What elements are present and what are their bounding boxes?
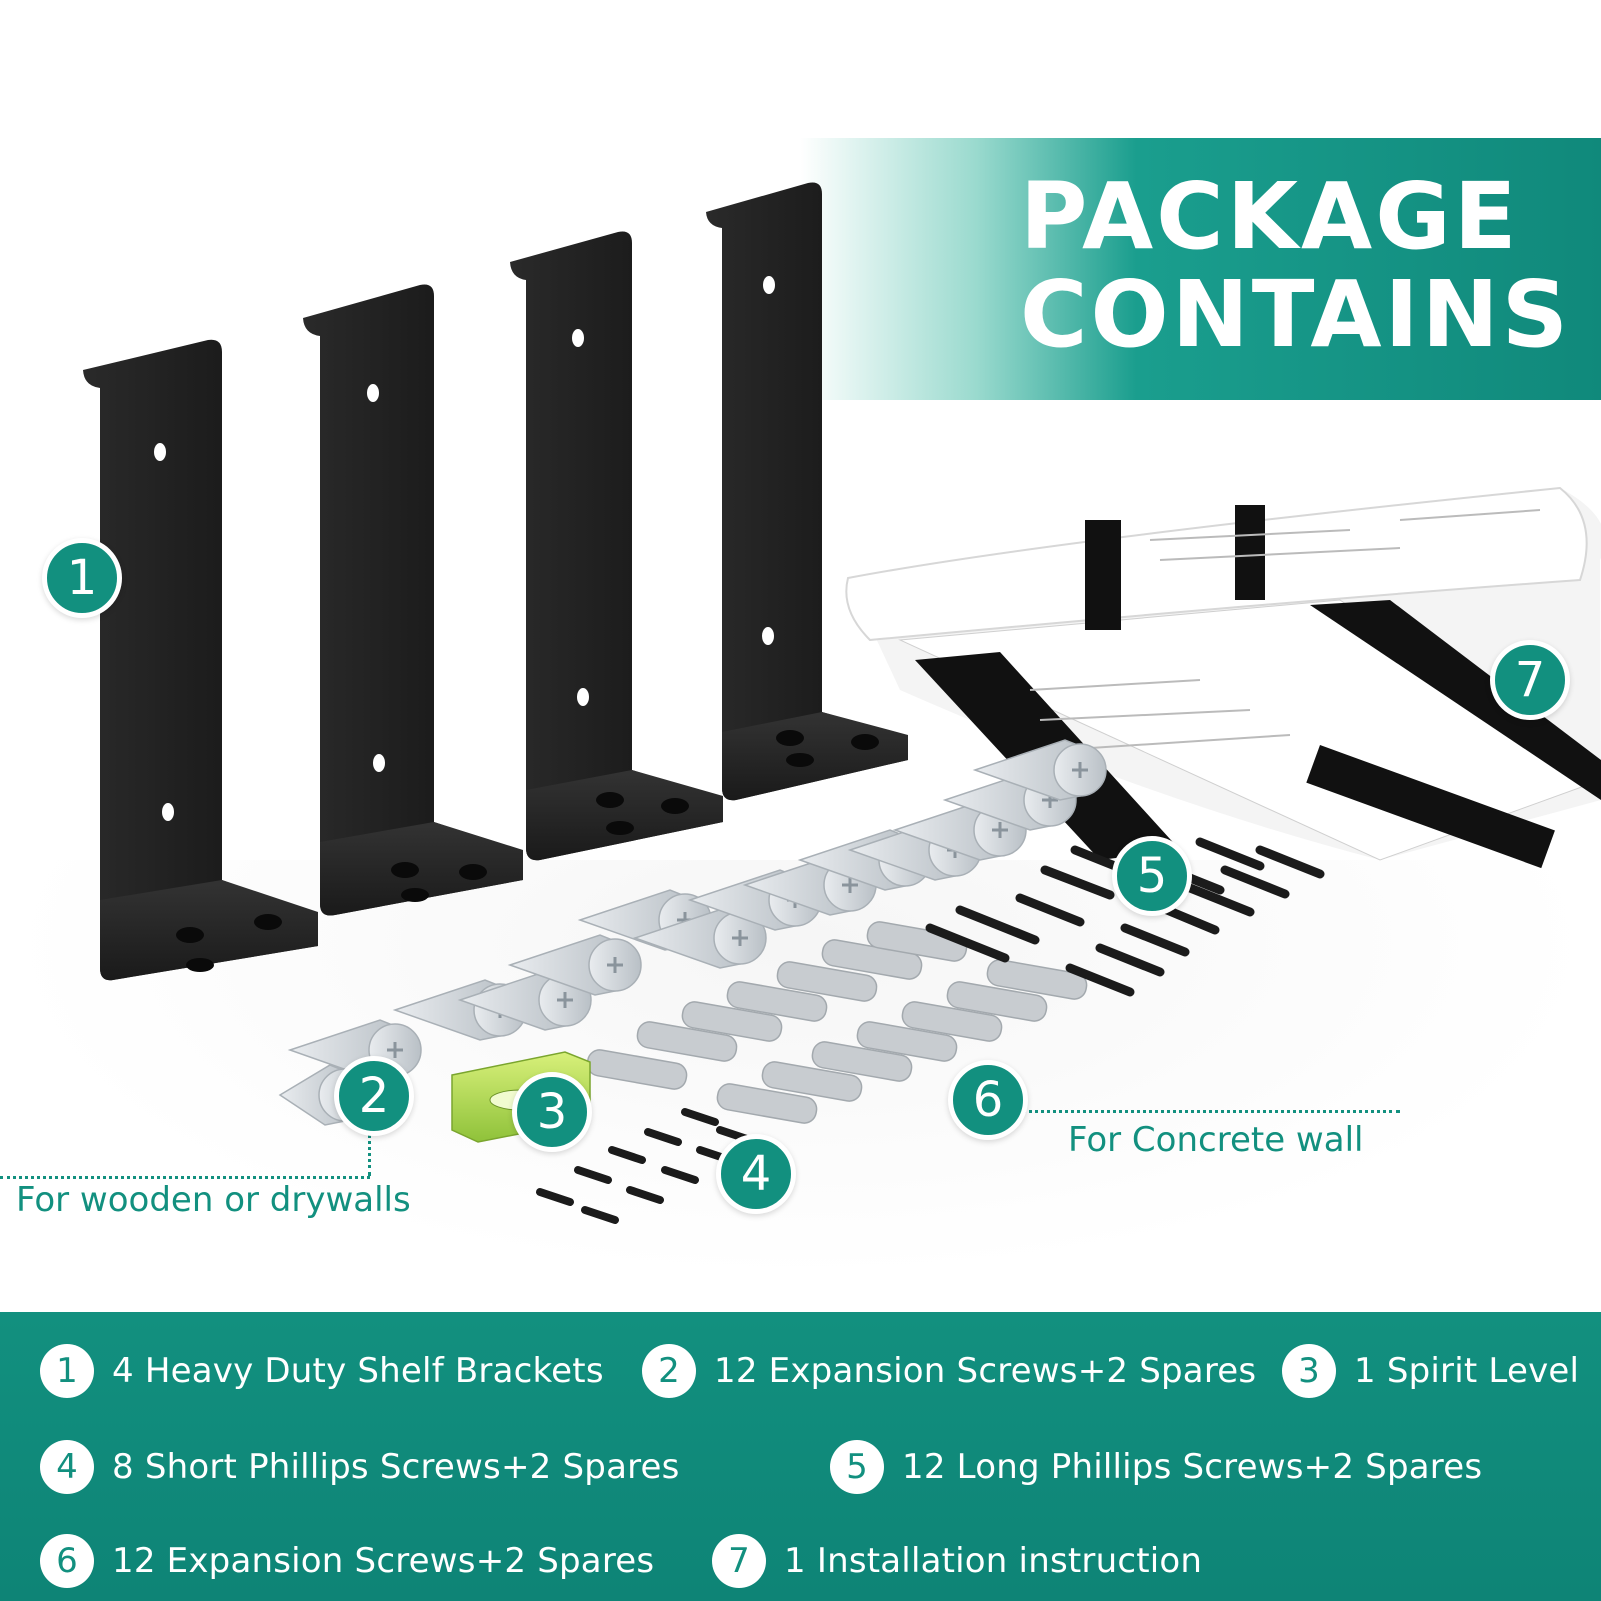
legend-number: 2 bbox=[642, 1344, 696, 1398]
legend-text: 1 Installation instruction bbox=[784, 1541, 1203, 1581]
callout-line bbox=[0, 1176, 370, 1179]
legend-item: 7 1 Installation instruction bbox=[712, 1534, 1202, 1588]
bracket-icon bbox=[303, 284, 523, 916]
concrete-wall-label: For Concrete wall bbox=[1068, 1120, 1364, 1160]
legend-number: 6 bbox=[40, 1534, 94, 1588]
legend-item: 2 12 Expansion Screws+2 Spares bbox=[642, 1344, 1256, 1398]
header-banner bbox=[800, 138, 1601, 400]
legend-number: 3 bbox=[1282, 1344, 1336, 1398]
legend-item: 6 12 Expansion Screws+2 Spares bbox=[40, 1534, 654, 1588]
legend-number: 1 bbox=[40, 1344, 94, 1398]
callout-badge-5: 5 bbox=[1112, 836, 1192, 916]
legend-text: 1 Spirit Level bbox=[1354, 1351, 1580, 1391]
callout-line bbox=[1022, 1110, 1400, 1113]
callout-badge-4: 4 bbox=[716, 1134, 796, 1214]
legend-number: 4 bbox=[40, 1440, 94, 1494]
wall-anchor-icon bbox=[586, 921, 1088, 1124]
callout-line bbox=[368, 1110, 371, 1176]
callout-badge-2: 2 bbox=[334, 1056, 414, 1136]
expansion-screw-icon bbox=[278, 739, 1107, 1126]
legend-text: 8 Short Phillips Screws+2 Spares bbox=[112, 1447, 680, 1487]
legend-item: 3 1 Spirit Level bbox=[1282, 1344, 1579, 1398]
callout-badge-6: 6 bbox=[948, 1060, 1028, 1140]
long-screw-icon bbox=[925, 837, 1325, 997]
bracket-icon bbox=[83, 339, 318, 981]
legend-text: 12 Long Phillips Screws+2 Spares bbox=[902, 1447, 1483, 1487]
wood-wall-label: For wooden or drywalls bbox=[16, 1180, 411, 1220]
legend-item: 5 12 Long Phillips Screws+2 Spares bbox=[830, 1440, 1482, 1494]
bracket-icon bbox=[706, 182, 908, 801]
legend-item: 1 4 Heavy Duty Shelf Brackets bbox=[40, 1344, 604, 1398]
callout-badge-7: 7 bbox=[1490, 640, 1570, 720]
bracket-icon bbox=[510, 231, 723, 861]
legend-number: 5 bbox=[830, 1440, 884, 1494]
legend-panel: 1 4 Heavy Duty Shelf Brackets 2 12 Expan… bbox=[0, 1312, 1601, 1601]
legend-text: 12 Expansion Screws+2 Spares bbox=[714, 1351, 1257, 1391]
legend-number: 7 bbox=[712, 1534, 766, 1588]
legend-text: 4 Heavy Duty Shelf Brackets bbox=[112, 1351, 604, 1391]
legend-item: 4 8 Short Phillips Screws+2 Spares bbox=[40, 1440, 680, 1494]
page-title: PACKAGE CONTAINS bbox=[1020, 163, 1572, 368]
legend-text: 12 Expansion Screws+2 Spares bbox=[112, 1541, 655, 1581]
callout-badge-3: 3 bbox=[512, 1072, 592, 1152]
callout-badge-1: 1 bbox=[42, 538, 122, 618]
